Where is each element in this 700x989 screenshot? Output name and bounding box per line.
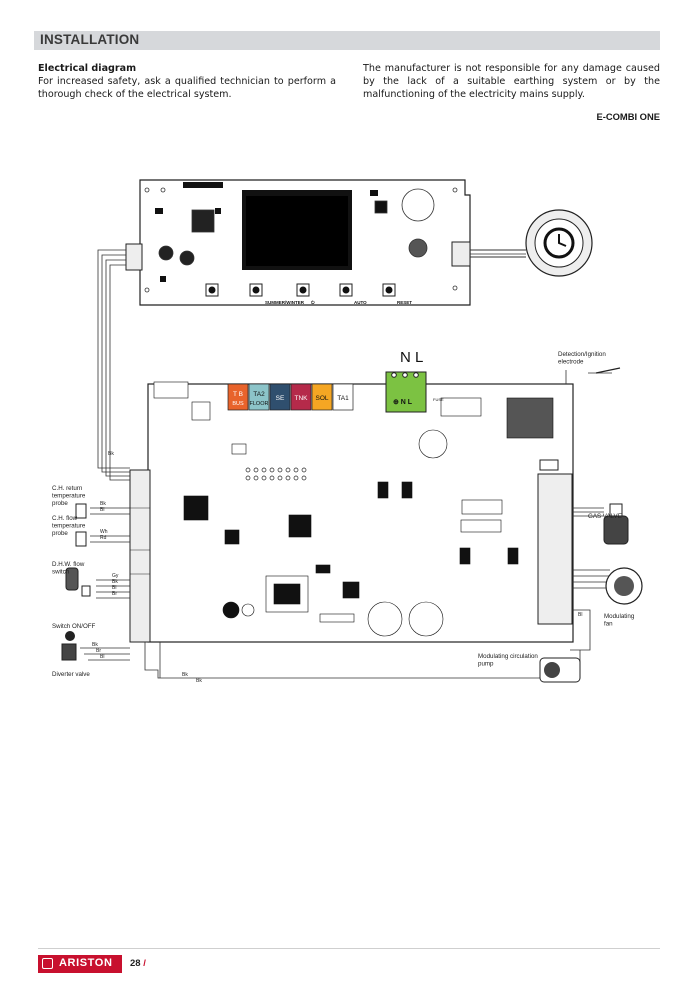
terminal-label: SOL bbox=[315, 395, 328, 402]
wire-code: Rd bbox=[100, 535, 107, 541]
left-column: Electrical diagram For increased safety,… bbox=[38, 62, 336, 101]
switch-onoff-icon bbox=[65, 631, 75, 641]
terminal-label: SE bbox=[276, 395, 285, 402]
model-name: E-COMBI ONE bbox=[596, 111, 660, 122]
board-buttons bbox=[205, 283, 396, 297]
ignition-electrode-icon bbox=[595, 367, 621, 374]
subtitle: Electrical diagram bbox=[38, 63, 137, 74]
power-terminal: ⊕ N L N L bbox=[385, 349, 427, 413]
label-gas-valve: GAS VALVE bbox=[588, 513, 622, 520]
terminal-5: TA1 bbox=[332, 383, 354, 411]
button-0 bbox=[205, 283, 219, 297]
electrical-diagram: SUMMER/WINTER ⏻ AUTO RESET T B BUS TA2FLOO… bbox=[52, 179, 643, 684]
wire-code: Br bbox=[112, 591, 117, 597]
page-number: 28 / bbox=[130, 958, 146, 969]
dhw-flow-switch-icon bbox=[65, 567, 91, 597]
power-label: N L bbox=[400, 349, 423, 366]
wire-code: Bk bbox=[92, 642, 98, 648]
modulating-fan-icon bbox=[605, 567, 643, 605]
wire-code: Wh bbox=[100, 529, 108, 535]
fuse-label: FUSE bbox=[433, 397, 444, 402]
wire-code: Bl bbox=[578, 612, 582, 618]
wire-code: Bl bbox=[112, 585, 116, 591]
terminal-label: TA2 bbox=[253, 391, 265, 398]
wire-code: Bk bbox=[112, 579, 118, 585]
gas-valve-icon bbox=[603, 503, 629, 545]
wire-code: Bl bbox=[100, 507, 104, 513]
button-label-4: RESET bbox=[397, 300, 412, 305]
terminal-label: TNK bbox=[295, 395, 309, 402]
terminal-sublabel: BUS bbox=[232, 401, 244, 407]
button-label-1: SUMMER/WINTER bbox=[265, 300, 305, 305]
terminal-label: T B bbox=[233, 391, 243, 398]
footer-divider bbox=[38, 948, 660, 949]
wire-code: Bk bbox=[100, 501, 106, 507]
ch-return-probe-icon bbox=[75, 503, 87, 519]
wiring bbox=[80, 249, 612, 679]
label-switch: Switch ON/OFF bbox=[52, 623, 96, 630]
wire-code: Bl bbox=[100, 654, 104, 660]
right-column: The manufacturer is not responsible for … bbox=[363, 62, 660, 101]
section-header: INSTALLATION bbox=[34, 31, 660, 50]
terminal-3: TNK bbox=[290, 383, 312, 411]
right-paragraph: The manufacturer is not responsible for … bbox=[363, 63, 660, 100]
label-diverter: Diverter valve bbox=[52, 671, 90, 678]
brand-name: ARISTON bbox=[59, 957, 113, 969]
button-label-3: AUTO bbox=[354, 300, 367, 305]
terminal-label: TA1 bbox=[337, 395, 349, 402]
terminal-2: SE bbox=[269, 383, 291, 411]
button-2 bbox=[296, 283, 310, 297]
page-number-value: 28 bbox=[130, 958, 141, 969]
button-4 bbox=[382, 283, 396, 297]
left-paragraph: For increased safety, ask a qualified te… bbox=[38, 76, 336, 100]
terminal-sublabel: FLOOR bbox=[250, 401, 269, 407]
clock-timer-icon bbox=[525, 209, 593, 277]
button-label-2: ⏻ bbox=[311, 300, 315, 305]
wire-code: Br bbox=[96, 648, 101, 654]
brand-logo: ARISTON bbox=[38, 955, 122, 973]
wire-code: Gy bbox=[112, 573, 119, 579]
terminal-4: SOL bbox=[311, 383, 333, 411]
external-components bbox=[61, 367, 643, 683]
wire-codes: Bk Gy Bk Bl Br Wh Rd Bk Bl Bk Br Bl Bk B… bbox=[92, 451, 582, 684]
page-number-sep: / bbox=[143, 958, 146, 969]
wire-code: Bk bbox=[182, 672, 188, 678]
ch-flow-probe-icon bbox=[75, 531, 87, 547]
terminal-0: T B BUS bbox=[227, 383, 249, 411]
circulation-pump-icon bbox=[539, 657, 581, 683]
diverter-valve-icon bbox=[61, 643, 77, 661]
display-board: SUMMER/WINTER ⏻ AUTO RESET bbox=[125, 179, 593, 306]
power-terminal-text: ⊕ N L bbox=[393, 399, 413, 406]
section-title: INSTALLATION bbox=[40, 32, 140, 47]
button-1 bbox=[249, 283, 263, 297]
button-3 bbox=[339, 283, 353, 297]
brand-mark-icon bbox=[42, 958, 53, 969]
wire-code: Bk bbox=[108, 451, 114, 457]
wire-code: Bk bbox=[196, 678, 202, 684]
